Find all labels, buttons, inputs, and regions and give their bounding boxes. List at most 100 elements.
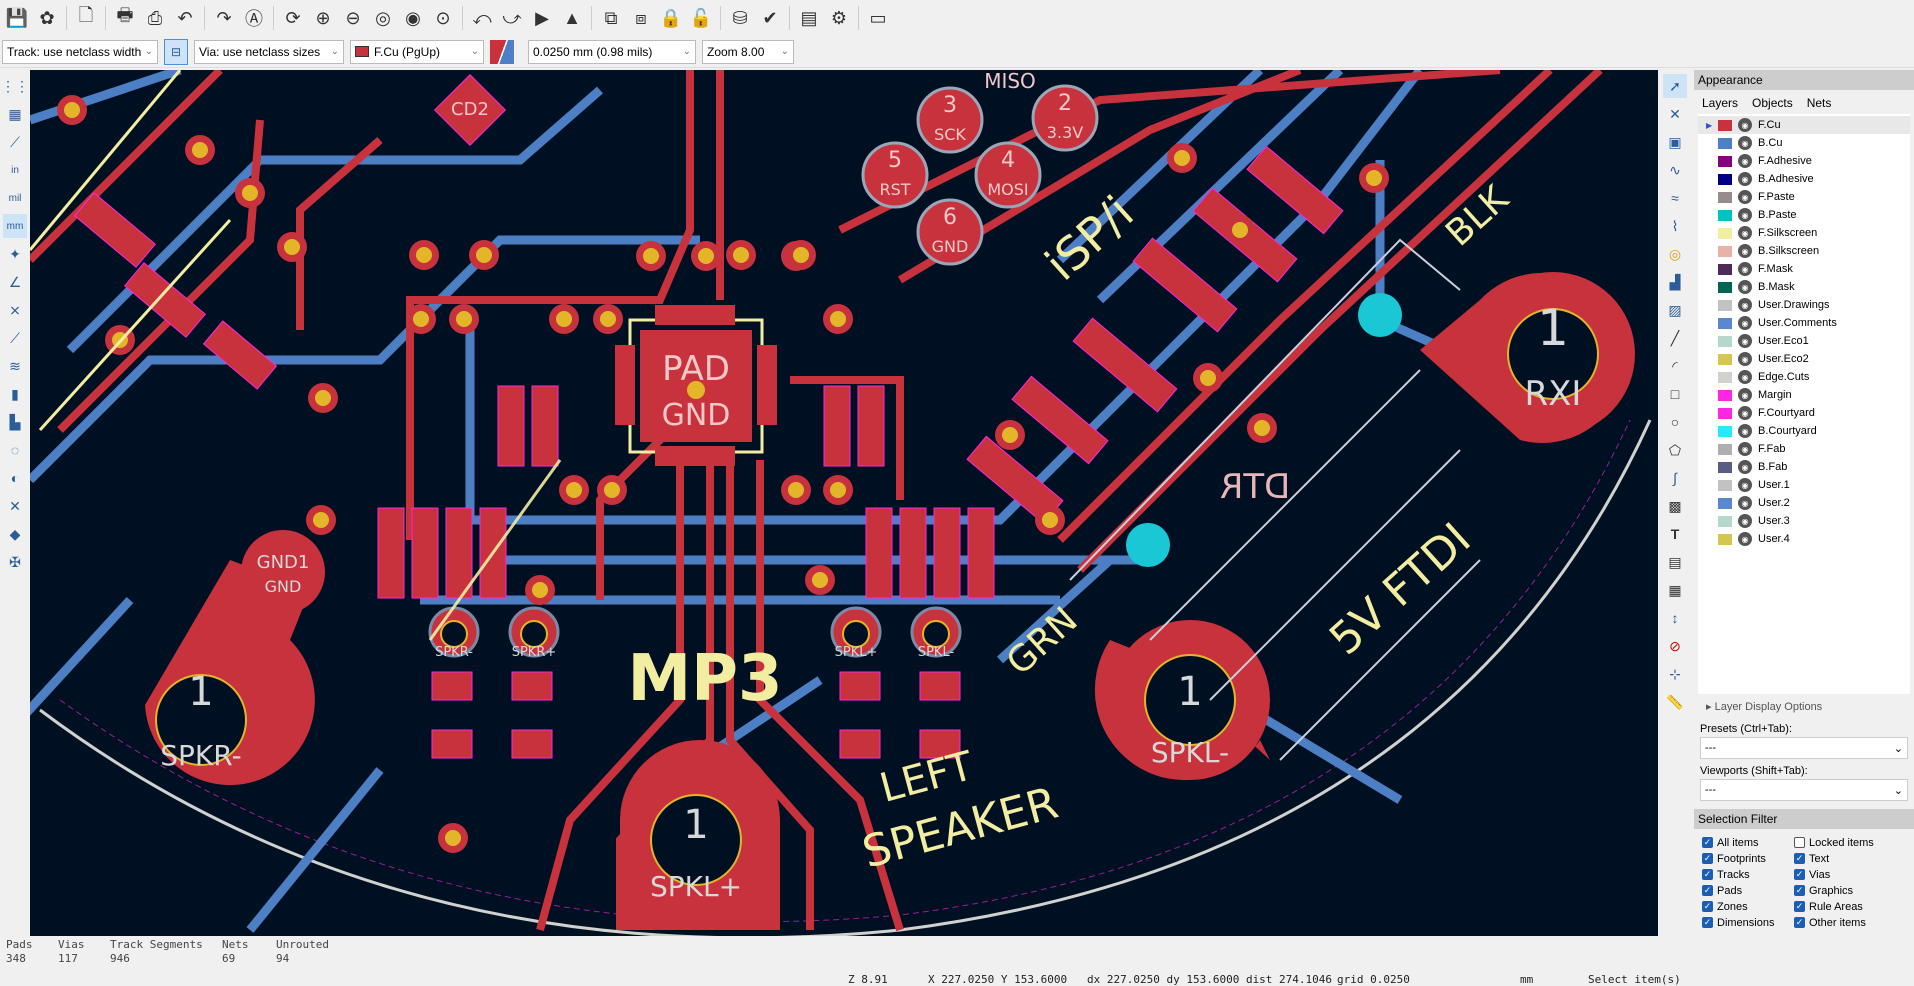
eye-icon[interactable]: ◉ [1738,280,1752,294]
layer-color-swatch[interactable] [1718,227,1732,239]
eye-icon[interactable]: ◉ [1738,442,1752,456]
layer-row[interactable]: ◉F.Courtyard [1698,404,1910,422]
cursor-icon[interactable]: ✦ [9,245,21,262]
layer-row[interactable]: ◉User.4 [1698,530,1910,548]
layer-row[interactable]: ◉B.Silkscreen [1698,242,1910,260]
dimension-icon[interactable]: ↕ [1671,610,1679,626]
grid-select[interactable]: 0.0250 mm (0.98 mils)⌄ [528,39,696,64]
plot-icon[interactable]: ⎙ [147,7,163,28]
eye-icon[interactable]: ◉ [1738,316,1752,330]
tab-layers[interactable]: Layers [1702,96,1739,110]
textbox-icon[interactable]: ▤ [1668,553,1682,570]
inch-units-icon[interactable]: in [11,164,19,176]
layer-row[interactable]: ◉F.Fab [1698,440,1910,458]
zoom-objects-icon[interactable]: ◉ [405,7,421,28]
layer-select[interactable]: F.Cu (PgUp)⌄ [350,39,484,64]
tab-objects[interactable]: Objects [1752,96,1793,110]
board-setup-icon[interactable]: ✿ [39,7,55,28]
layer-display-options-toggle[interactable]: ▸ Layer Display Options [1706,701,1823,713]
layer-row[interactable]: ◉B.Adhesive [1698,170,1910,188]
eye-icon[interactable]: ◉ [1738,262,1752,276]
zone-fill-icon[interactable]: ▙ [9,413,21,430]
eye-icon[interactable]: ◉ [1738,352,1752,366]
eye-icon[interactable]: ◉ [1738,334,1752,348]
add-zone-icon[interactable]: ▟ [1669,273,1681,290]
drc-icon[interactable]: ✔ [762,7,778,28]
unlock-icon[interactable]: 🔓 [689,7,713,28]
filter-checkbox[interactable]: ✓Rule Areas [1794,899,1904,914]
select-icon[interactable]: ➚ [1663,74,1687,98]
grid-toggle-icon[interactable]: ⋮⋮ [1,77,29,94]
layer-color-swatch[interactable] [1718,425,1732,437]
layer-color-swatch[interactable] [1718,353,1732,365]
eye-icon[interactable]: ◉ [1738,298,1752,312]
measure-icon[interactable]: 📏 [1666,693,1684,710]
filter-checkbox[interactable]: ✓Other items [1794,915,1904,930]
checkbox-icon[interactable]: ✓ [1794,885,1805,896]
eye-icon[interactable]: ◉ [1738,154,1752,168]
pad-display-icon[interactable]: ◐ [10,470,20,486]
layer-color-swatch[interactable] [1718,407,1732,419]
filter-checkbox[interactable]: ✓Zones [1702,899,1794,914]
ratsnest-display-icon[interactable]: ⨯ [9,301,21,318]
layer-row[interactable]: ◉User.Drawings [1698,296,1910,314]
layer-row[interactable]: ◉Edge.Cuts [1698,368,1910,386]
layer-color-swatch[interactable] [1718,335,1732,347]
layer-color-swatch[interactable] [1718,389,1732,401]
layer-color-swatch[interactable] [1718,461,1732,473]
checkbox-icon[interactable]: ✓ [1702,869,1713,880]
redo-icon[interactable]: ↷ [216,7,232,28]
layer-row[interactable]: ◉User.3 [1698,512,1910,530]
net-colors-icon[interactable]: ≋ [9,357,21,374]
layer-color-swatch[interactable] [1718,155,1732,167]
layer-row[interactable]: ◉F.Silkscreen [1698,224,1910,242]
layer-color-swatch[interactable] [1718,479,1732,491]
add-via-icon[interactable]: ◎ [1668,245,1682,262]
tab-nets[interactable]: Nets [1806,96,1832,110]
presets-select[interactable]: ---⌄ [1700,737,1908,759]
filter-checkbox[interactable]: ✓Tracks [1702,867,1794,882]
layer-row[interactable]: ◉User.Comments [1698,314,1910,332]
layer-row[interactable]: ◉User.Eco1 [1698,332,1910,350]
angle-icon[interactable]: ∠ [8,273,22,290]
layer-row[interactable]: ◉B.Courtyard [1698,422,1910,440]
filter-checkbox[interactable]: ✓Graphics [1794,883,1904,898]
zoom-selection-icon[interactable]: ⊙ [435,7,451,28]
layer-row[interactable]: ◉B.Mask [1698,278,1910,296]
polar-grid-icon[interactable]: ▦ [8,105,22,122]
mil-units-icon[interactable]: mil [8,192,22,204]
rectangle-icon[interactable]: □ [1670,386,1680,402]
eye-icon[interactable]: ◉ [1738,370,1752,384]
filter-checkbox[interactable]: ✓Footprints [1702,851,1794,866]
text-icon[interactable]: T [1670,526,1680,542]
auto-track-width-toggle[interactable]: ⊟ [164,38,188,65]
layer-color-swatch[interactable] [1718,245,1732,257]
eye-icon[interactable]: ◉ [1738,424,1752,438]
undo-icon[interactable]: ↶ [177,7,193,28]
filter-checkbox[interactable]: ✓Vias [1794,867,1904,882]
layer-row[interactable]: ◉User.1 [1698,476,1910,494]
filter-checkbox[interactable]: ✓Dimensions [1702,915,1794,930]
layer-color-swatch[interactable] [1718,281,1732,293]
checkbox-icon[interactable]: ✓ [1702,901,1713,912]
zoom-out-icon[interactable]: ⊖ [345,7,361,28]
scripting-icon[interactable]: ⚙ [830,7,848,28]
layer-row[interactable]: ◉User.Eco2 [1698,350,1910,368]
layer-color-swatch[interactable] [1718,191,1732,203]
filter-checkbox[interactable]: ✓All items [1702,835,1794,850]
checkbox-icon[interactable]: ✓ [1794,917,1805,928]
layer-color-swatch[interactable] [1718,533,1732,545]
eye-icon[interactable]: ◉ [1738,532,1752,546]
arc-icon[interactable]: ◜ [1672,357,1678,374]
checkbox-icon[interactable] [1794,837,1805,848]
ungroup-icon[interactable]: ⧈ [635,7,647,28]
mm-units-icon[interactable]: mm [3,214,27,238]
print-icon[interactable]: 🖶 [116,5,134,25]
layer-color-swatch[interactable] [1718,119,1732,131]
checkbox-icon[interactable]: ✓ [1702,885,1713,896]
filter-checkbox[interactable]: Locked items [1794,835,1904,850]
polygon-icon[interactable]: ⬠ [1668,441,1682,458]
layer-color-swatch[interactable] [1718,371,1732,383]
layer-color-swatch[interactable] [1718,209,1732,221]
eye-icon[interactable]: ◉ [1738,244,1752,258]
